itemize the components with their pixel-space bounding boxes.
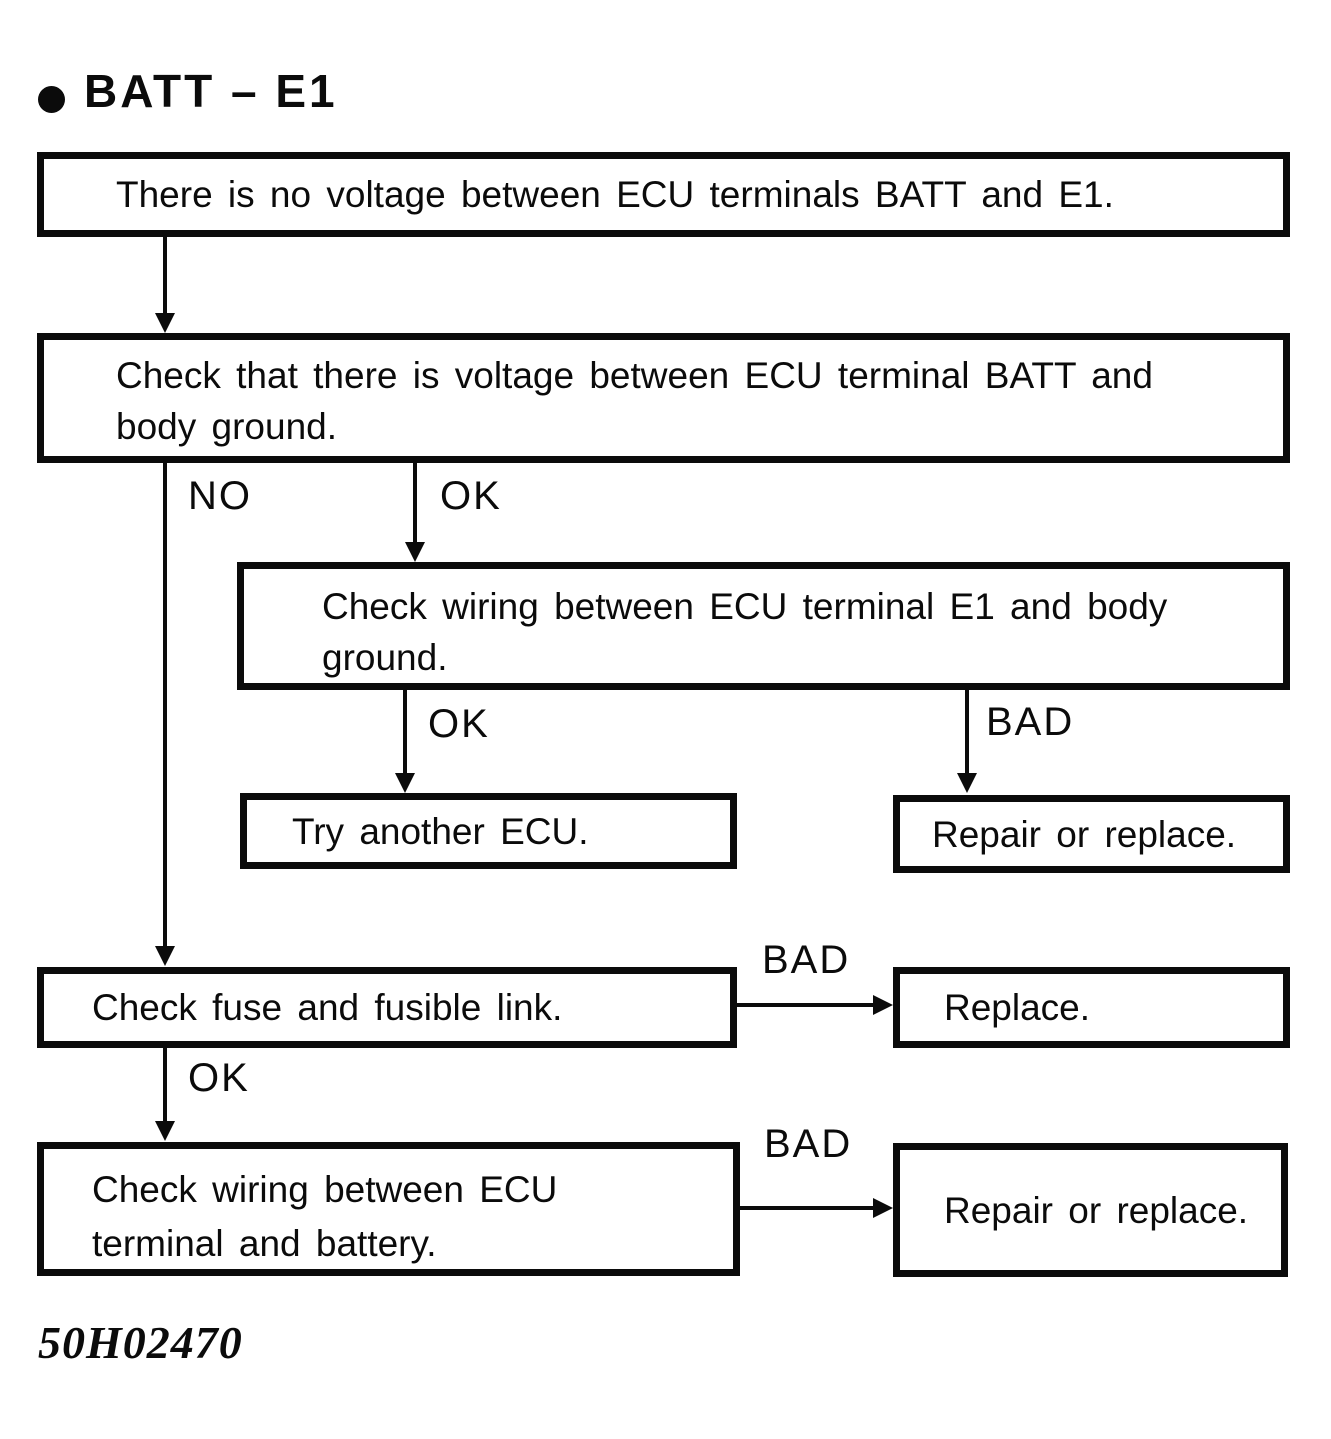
edge-line-ok-branch-3 — [163, 1048, 167, 1123]
flow-node-check-batt-body-ground: Check that there is voltage between ECU … — [37, 333, 1290, 463]
arrowhead-right-icon — [873, 995, 893, 1015]
edge-line-no-branch — [163, 463, 167, 948]
arrowhead-down-icon — [155, 1121, 175, 1141]
flow-node-check-wiring-battery: Check wiring between ECU terminal and ba… — [37, 1142, 740, 1276]
page-title: BATT – E1 — [84, 65, 338, 117]
flow-node-repair-or-replace-2: Repair or replace. — [893, 1143, 1288, 1277]
edge-line-problem-to-check — [163, 237, 167, 316]
arrowhead-down-icon — [155, 946, 175, 966]
edge-line-bad-branch-2 — [737, 1003, 875, 1007]
edge-label-ok-3: OK — [188, 1056, 250, 1100]
edge-line-bad-branch-1 — [965, 690, 969, 774]
edge-label-bad-3: BAD — [764, 1122, 853, 1166]
arrowhead-down-icon — [957, 773, 977, 793]
flow-node-try-another-ecu: Try another ECU. — [240, 793, 737, 869]
flow-node-check-wiring-e1: Check wiring between ECU terminal E1 and… — [237, 562, 1290, 690]
flow-node-repair-or-replace-1: Repair or replace. — [893, 795, 1290, 873]
arrowhead-down-icon — [405, 542, 425, 562]
edge-label-no: NO — [188, 474, 252, 518]
edge-label-bad-2: BAD — [762, 938, 851, 982]
arrowhead-down-icon — [155, 313, 175, 333]
flow-node-check-fuse: Check fuse and fusible link. — [37, 967, 737, 1048]
edge-label-bad-1: BAD — [986, 700, 1075, 744]
flow-node-replace: Replace. — [893, 967, 1290, 1048]
edge-label-ok-1: OK — [440, 474, 502, 518]
figure-code: 50H02470 — [38, 1317, 243, 1368]
arrowhead-down-icon — [395, 773, 415, 793]
edge-line-bad-branch-3 — [740, 1206, 875, 1210]
flow-node-problem: There is no voltage between ECU terminal… — [37, 152, 1290, 237]
edge-line-ok-branch-1 — [413, 463, 417, 543]
bullet-icon — [38, 86, 65, 113]
arrowhead-right-icon — [873, 1198, 893, 1218]
edge-label-ok-2: OK — [428, 702, 490, 746]
edge-line-ok-branch-2 — [403, 690, 407, 774]
